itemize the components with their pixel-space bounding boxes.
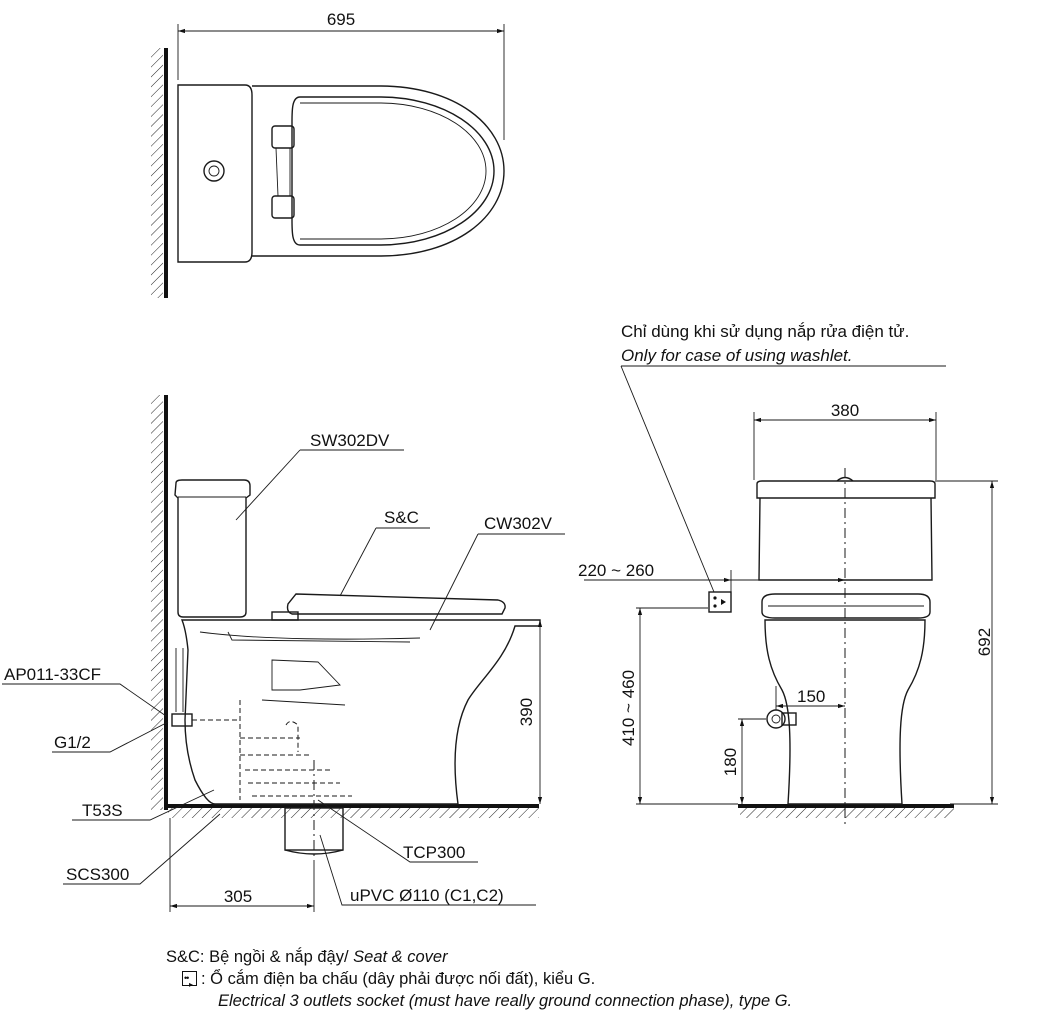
front-bowl [764, 619, 926, 805]
side-tank [174, 479, 251, 618]
note-en: Only for case of using washlet. [621, 346, 853, 365]
side-view: 390 305 SW302DV S&C CW302V AP011-33CF G1… [2, 395, 565, 912]
legend-socket-en: Electrical 3 outlets socket (must have r… [218, 992, 793, 1010]
label-t53s: T53S [82, 801, 123, 820]
dim-outlet-offset: 220 ~ 260 [578, 561, 654, 580]
side-floor [166, 804, 539, 808]
top-seat [291, 96, 495, 246]
legend-socket: : Ổ cắm điện ba chấu (dây phải được nối … [166, 967, 792, 996]
dim-rough-in: 305 [224, 887, 252, 906]
top-bowl [252, 85, 505, 257]
side-wall-hatch [151, 395, 163, 810]
label-g12: G1/2 [54, 733, 91, 752]
note-vi: Chỉ dùng khi sử dụng nắp rửa điện tử. [621, 322, 909, 341]
front-seat [761, 593, 931, 619]
top-wall [164, 48, 168, 298]
legend-socket-en-row: Electrical 3 outlets socket (must have r… [166, 990, 792, 1012]
label-cw302v: CW302V [484, 514, 553, 533]
stop-valve [171, 713, 193, 727]
front-floor [738, 804, 954, 808]
front-view: Chỉ dùng khi sử dụng nắp rửa điện tử. On… [578, 322, 998, 826]
socket-icon [708, 591, 732, 613]
dim-top-width: 695 [327, 10, 355, 29]
legend: S&C: Bệ ngồi & nắp đậy/ Seat & cover : Ổ… [166, 946, 792, 1012]
front-tank [758, 497, 933, 581]
label-sw302dv: SW302DV [310, 431, 390, 450]
dim-water-height: 180 [721, 748, 740, 776]
dim-front-width: 380 [831, 401, 859, 420]
top-view: 695 [151, 10, 505, 298]
label-upvc-pipe: uPVC Ø110 (C1,C2) [350, 886, 504, 905]
legend-sc-abbr: S&C: [166, 948, 205, 966]
legend-sc-vi: Bệ ngồi & nắp đậy/ [209, 948, 349, 966]
label-ap011-33cf: AP011-33CF [4, 665, 101, 684]
label-scs300: SCS300 [66, 865, 129, 884]
top-tank [177, 84, 253, 263]
label-seat-cover: S&C [384, 508, 419, 527]
legend-seat-cover: S&C: Bệ ngồi & nắp đậy/ Seat & cover [166, 946, 792, 968]
side-wall [164, 395, 168, 810]
dim-total-height: 692 [975, 628, 994, 656]
dim-seat-height: 390 [517, 698, 536, 726]
legend-socket-vi: : Ổ cắm điện ba chấu (dây phải được nối … [201, 970, 596, 988]
socket-legend-icon [182, 967, 197, 996]
side-seat-cover [286, 593, 506, 615]
label-tcp300: TCP300 [403, 843, 465, 862]
top-wall-hatch [151, 48, 163, 298]
front-tank-lid [756, 480, 936, 499]
side-bowl [180, 619, 541, 805]
dim-water-offset: 150 [797, 687, 825, 706]
dim-outlet-height: 410 ~ 460 [619, 670, 638, 746]
legend-sc-en: Seat & cover [353, 948, 448, 966]
flush-button-icon [203, 160, 225, 182]
